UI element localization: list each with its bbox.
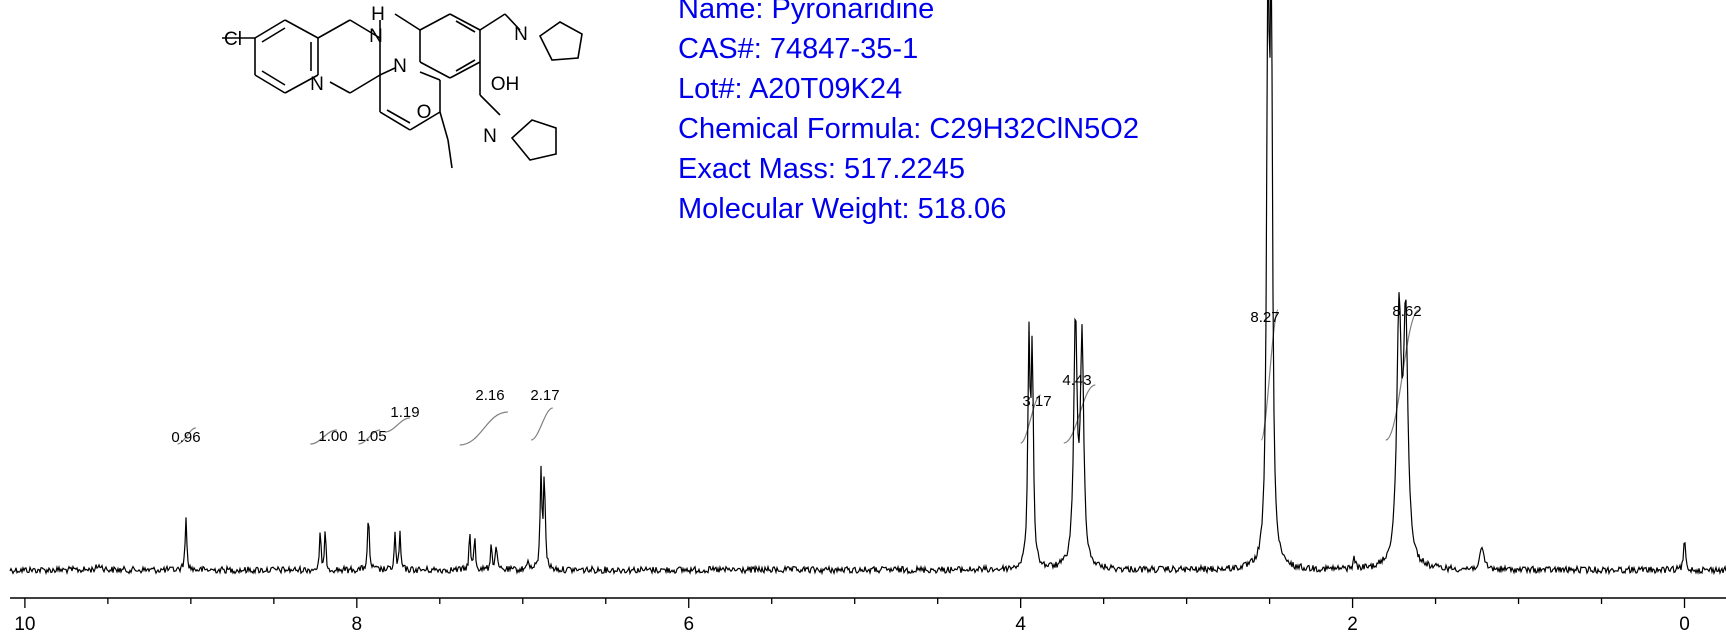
compound-name: Name: Pyronaridine — [678, 0, 935, 25]
integral-label-1: 1.00 — [318, 428, 347, 445]
x-axis-tick-labels: 10 8 6 4 2 0 — [14, 614, 1689, 633]
structure-bond — [254, 74, 286, 94]
atom-label-8: O — [417, 102, 432, 123]
x-tick-label-10: 10 — [14, 614, 35, 633]
compound-info: Name: Pyronaridine CAS#: 74847-35-1 Lot#… — [678, 0, 1139, 229]
x-tick-label-6: 6 — [683, 614, 694, 633]
integral-curve-0 — [177, 427, 196, 445]
integral-curve-4 — [459, 411, 508, 446]
atom-label-5: N — [514, 24, 528, 45]
pyronaridine-structure — [222, 13, 583, 169]
x-tick-label-4: 4 — [1015, 614, 1026, 633]
structure-bond — [284, 19, 319, 39]
chemical-formula: Chemical Formula: C29H32ClN5O2 — [678, 113, 1139, 145]
structure-bond — [419, 71, 441, 81]
x-axis-ticks — [24, 598, 1686, 608]
integral-label-2: 1.05 — [357, 428, 386, 445]
structure-bond — [479, 94, 501, 116]
x-tick-label-8: 8 — [352, 614, 363, 633]
molecular-weight: Molecular Weight: 518.06 — [678, 193, 1007, 225]
x-tick-label-0: 0 — [1679, 614, 1690, 633]
atom-label-1: H — [371, 4, 385, 25]
structure-bond — [349, 74, 381, 94]
structure-bond — [386, 109, 411, 124]
spectrum-trace — [9, 0, 1726, 576]
structure-bond — [419, 61, 451, 79]
integral-label-9: 8.62 — [1392, 303, 1421, 320]
atom-label-3: N — [310, 74, 324, 95]
integral-label-8: 8.27 — [1250, 309, 1279, 326]
atom-label-7: N — [393, 56, 407, 77]
structure-bond — [379, 67, 396, 76]
cas-number: CAS#: 74847-35-1 — [678, 33, 919, 65]
structure-bond — [455, 20, 476, 33]
atom-label-0: Cl — [224, 29, 242, 50]
structure-bond — [409, 111, 441, 131]
structure-bond — [449, 61, 481, 79]
structure-bond — [254, 19, 286, 39]
pyrrolidine-ring-bottom — [510, 119, 557, 161]
structure-bond — [504, 13, 521, 31]
structure-bond — [439, 111, 449, 141]
structure-bond — [479, 13, 506, 31]
lot-number: Lot#: A20T09K24 — [678, 73, 903, 105]
integral-label-5: 2.17 — [530, 387, 559, 404]
integral-label-0: 0.96 — [171, 429, 200, 446]
integral-curve-6 — [1020, 394, 1042, 444]
integral-label-6: 3.17 — [1022, 393, 1051, 410]
integral-curve-8 — [1260, 309, 1279, 441]
structure-bond — [394, 13, 421, 31]
atom-label-6: N — [483, 126, 497, 147]
structure-bond — [329, 81, 351, 94]
exact-mass: Exact Mass: 517.2245 — [678, 153, 965, 185]
structure-bond — [447, 139, 453, 169]
structure-bond — [261, 70, 286, 86]
structure-bond — [379, 111, 411, 131]
integral-curve-1 — [310, 429, 337, 445]
integral-curve-5 — [530, 407, 553, 441]
structure-bond — [349, 19, 381, 39]
pyrrolidine-ring-top — [538, 21, 583, 61]
structure-bond — [284, 74, 319, 94]
structure-bond — [449, 13, 481, 31]
structure-bond — [455, 59, 476, 72]
structure-bond — [317, 19, 351, 39]
integral-curve-3 — [384, 417, 410, 433]
atom-label-2: N — [369, 26, 383, 47]
integral-curves — [177, 309, 1420, 446]
integral-label-3: 1.19 — [390, 404, 419, 421]
structure-bond — [261, 27, 286, 43]
atom-label-4: OH — [491, 74, 520, 95]
x-tick-label-2: 2 — [1347, 614, 1358, 633]
structure-bond — [419, 13, 451, 31]
integral-curve-2 — [358, 429, 381, 445]
integral-label-4: 2.16 — [475, 387, 504, 404]
